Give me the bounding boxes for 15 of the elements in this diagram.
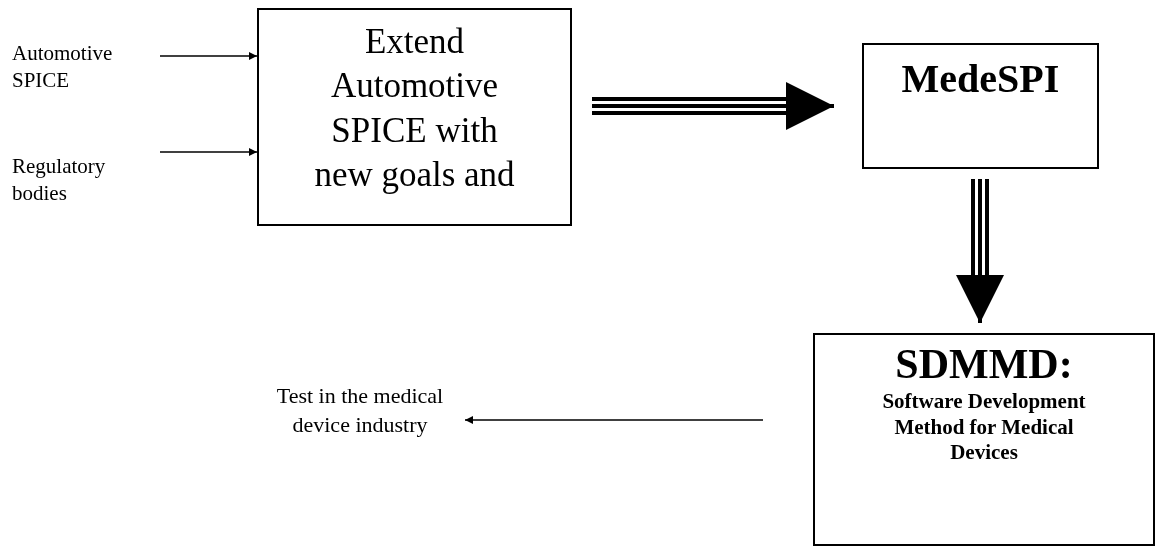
outcome-label: Test in the medical device industry [275, 382, 445, 439]
process-description: Software Development Method for Medical Devices [881, 389, 1087, 465]
input-label: Automotive SPICE [12, 40, 114, 95]
process-box [862, 43, 1099, 169]
triple-line-arrow [956, 177, 1004, 325]
process-box [813, 333, 1155, 546]
arrow [159, 148, 258, 156]
arrow [464, 416, 764, 424]
process-title: MedeSPI [900, 57, 1061, 101]
process-box [257, 8, 572, 226]
input-label: Regulatory bodies [12, 153, 107, 208]
process-text: Extend Automotive SPICE with new goals and [313, 21, 516, 197]
process-title: SDMMD: [894, 340, 1074, 389]
triple-line-arrow [590, 82, 836, 130]
arrow [159, 52, 258, 60]
